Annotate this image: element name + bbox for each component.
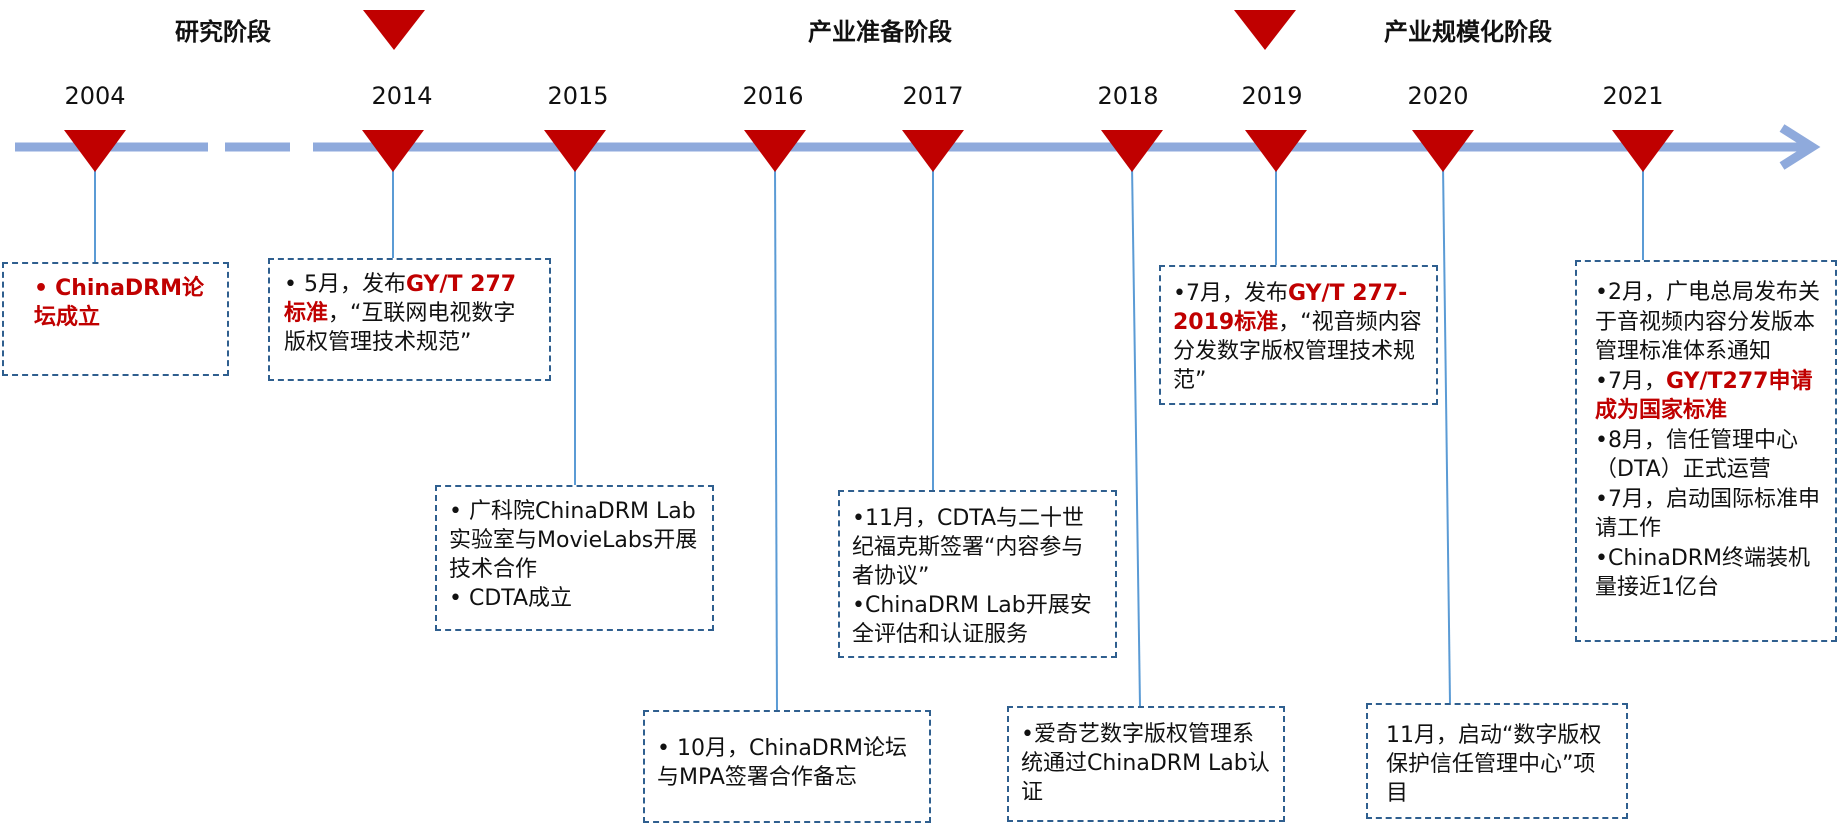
event-2017-line2: •ChinaDRM Lab开展安全评估和认证服务 (852, 593, 1092, 647)
phase-label-scaling: 产业规模化阶段 (1384, 18, 1552, 46)
event-box-2021: •2月，广电总局发布关于音视频内容分发版本管理标准体系通知 •7月，GY/T27… (1575, 260, 1837, 642)
event-2021-item2-prefix: •7月， (1595, 368, 1666, 394)
connector-2016 (774, 164, 778, 711)
event-2019-suffix: ，“视音频内容分发数字版权管理技术规范” (1173, 310, 1422, 393)
connector-2018 (1131, 164, 1141, 707)
event-2019-highlight: GY/T 277-2019标准 (1173, 281, 1408, 335)
phase-marker-scaling (1234, 10, 1296, 50)
year-label-2020: 2020 (1407, 82, 1469, 110)
year-label-2014: 2014 (371, 82, 433, 110)
year-marker-2004 (64, 130, 126, 172)
phase-marker-preparation (363, 10, 425, 50)
axis-arrowhead (1779, 124, 1821, 170)
event-2021-item5: •ChinaDRM终端装机量接近1亿台 (1595, 545, 1811, 601)
event-box-2018: •爱奇艺数字版权管理系统通过ChinaDRM Lab认证 (1007, 706, 1285, 822)
event-2016-text: • 10月，ChinaDRM论坛与MPA签署合作备忘 (657, 736, 908, 790)
event-box-2015: • 广科院ChinaDRM Lab实验室与MovieLabs开展技术合作 • C… (435, 485, 714, 631)
year-label-2021: 2021 (1602, 82, 1664, 110)
event-2014-prefix: • 5月，发布 (284, 272, 406, 297)
event-2021-item4: •7月，启动国际标准申请工作 (1595, 486, 1820, 542)
year-marker-2018 (1101, 130, 1163, 172)
year-marker-2021 (1612, 130, 1674, 172)
event-box-2017: •11月，CDTA与二十世纪福克斯签署“内容参与者协议” •ChinaDRM L… (838, 490, 1117, 658)
event-box-2014: • 5月，发布GY/T 277标准，“互联网电视数字版权管理技术规范” (268, 258, 551, 381)
year-label-2016: 2016 (742, 82, 804, 110)
year-label-2017: 2017 (902, 82, 964, 110)
event-2004-bullet: • (34, 276, 49, 301)
event-2021-item1: •2月，广电总局发布关于音视频内容分发版本管理标准体系通知 (1595, 280, 1820, 364)
event-box-2019: •7月，发布GY/T 277-2019标准，“视音频内容分发数字版权管理技术规范… (1159, 265, 1438, 405)
year-label-2015: 2015 (547, 82, 609, 110)
event-2015-line1: • 广科院ChinaDRM Lab实验室与MovieLabs开展技术合作 (449, 499, 698, 582)
connector-lines (94, 164, 1644, 711)
event-box-2020: 11月，启动“数字版权保护信任管理中心”项目 (1366, 703, 1628, 819)
event-2017-line1: •11月，CDTA与二十世纪福克斯签署“内容参与者协议” (852, 506, 1085, 589)
event-box-2004: • ChinaDRM论坛成立 (2, 262, 229, 376)
year-marker-2017 (902, 130, 964, 172)
year-marker-2014 (362, 130, 424, 172)
phase-label-preparation: 产业准备阶段 (808, 18, 952, 46)
phase-markers (363, 10, 1296, 50)
event-2018-text: •爱奇艺数字版权管理系统通过ChinaDRM Lab认证 (1021, 722, 1270, 805)
year-label-2019: 2019 (1241, 82, 1303, 110)
year-marker-2020 (1412, 130, 1474, 172)
connector-2020 (1442, 164, 1451, 704)
timeline-axis (15, 124, 1821, 170)
event-2015-line2: • CDTA成立 (449, 586, 573, 611)
year-marker-2016 (744, 130, 806, 172)
year-markers (64, 130, 1674, 172)
event-2014-highlight: GY/T 277标准 (284, 272, 517, 326)
event-box-2016: • 10月，ChinaDRM论坛与MPA签署合作备忘 (643, 710, 931, 823)
year-label-2018: 2018 (1097, 82, 1159, 110)
event-2020-text: 11月，启动“数字版权保护信任管理中心”项目 (1386, 723, 1602, 806)
year-marker-2019 (1245, 130, 1307, 172)
event-2014-suffix: ，“互联网电视数字版权管理技术规范” (284, 301, 516, 355)
event-2021-item2-highlight: GY/T277申请成为国家标准 (1595, 368, 1813, 424)
phase-label-research: 研究阶段 (175, 18, 271, 46)
event-2021-item3: •8月，信任管理中心（DTA）正式运营 (1595, 427, 1798, 483)
event-2004-highlight: ChinaDRM论坛成立 (34, 276, 205, 330)
year-marker-2015 (544, 130, 606, 172)
year-label-2004: 2004 (64, 82, 126, 110)
event-2019-prefix: •7月，发布 (1173, 281, 1288, 306)
